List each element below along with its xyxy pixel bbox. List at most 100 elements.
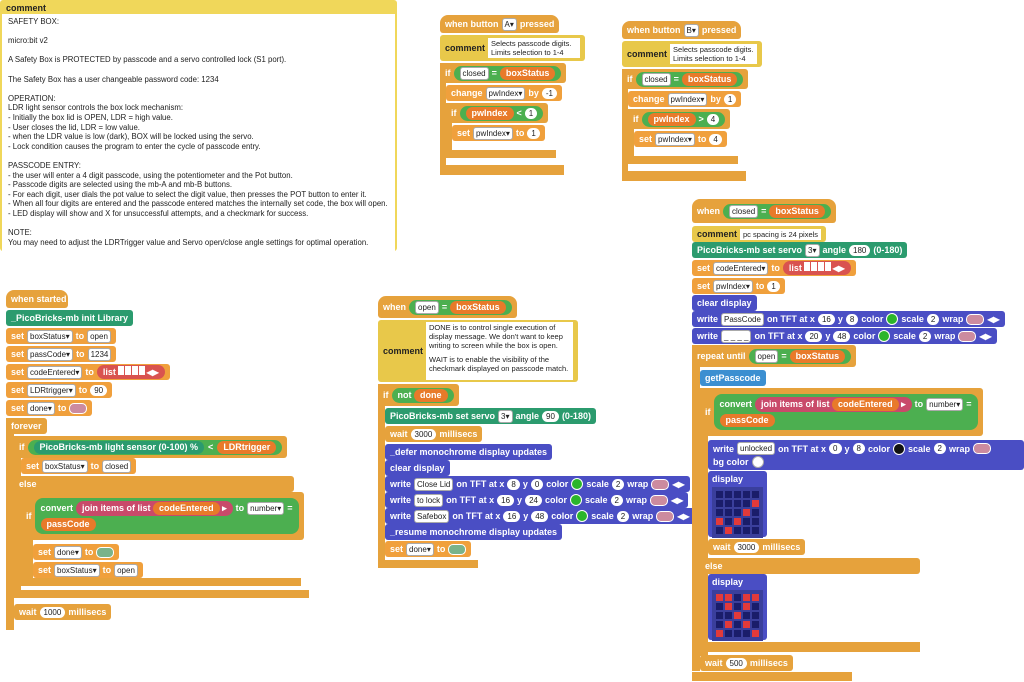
color-swatch[interactable] [571, 478, 584, 490]
inner-if-block[interactable]: if pwIndex > 4 [628, 109, 731, 129]
y-input[interactable]: 0 [530, 478, 544, 490]
x-input[interactable]: 16 [817, 313, 835, 325]
list-reporter[interactable]: list ◀▶ [782, 261, 851, 275]
set-block[interactable]: set pwIndex▾ to 4 [634, 131, 727, 147]
scale-input[interactable]: 2 [611, 478, 625, 490]
expand-arrows-icon[interactable]: ◀▶ [670, 495, 684, 505]
scale-input[interactable]: 2 [616, 510, 630, 522]
hat-when-button-a[interactable]: when button A▾ pressed [440, 15, 560, 33]
forever-block[interactable]: forever [6, 418, 47, 434]
type-select[interactable]: number▾ [926, 398, 964, 411]
x-input[interactable]: 16 [503, 510, 521, 522]
var-select[interactable]: done▾ [54, 545, 82, 559]
led-cell[interactable] [734, 491, 741, 498]
set-done-block[interactable]: set done▾ to [385, 541, 472, 557]
eq-predicate[interactable]: open = boxStatus [748, 348, 852, 364]
led-cell[interactable] [725, 594, 732, 601]
color-swatch[interactable] [878, 330, 891, 342]
led-cell[interactable] [734, 603, 741, 610]
led-cell[interactable] [752, 630, 759, 637]
expand-arrows-icon[interactable]: ◀▶ [677, 511, 690, 521]
wrap-toggle[interactable] [966, 313, 985, 325]
led-cell[interactable] [752, 527, 759, 534]
eq-predicate[interactable]: closed = boxStatus [635, 71, 744, 87]
set-block[interactable]: set pwIndex▾ to 1 [452, 125, 545, 141]
scale-input[interactable]: 2 [610, 494, 623, 506]
bg-color-swatch[interactable] [751, 456, 764, 468]
set-boxstatus-closed[interactable]: set boxStatus▾ to closed [21, 458, 137, 474]
y-input[interactable]: 48 [833, 330, 851, 342]
led-cell[interactable] [716, 500, 723, 507]
boolean-toggle[interactable] [448, 543, 467, 555]
text-input[interactable]: unlocked [737, 442, 776, 455]
set-codeentered-block[interactable]: set codeEntered▾ to list ◀▶ [692, 260, 856, 276]
var-select[interactable]: done▾ [27, 401, 55, 415]
open-field[interactable]: open [415, 300, 439, 314]
value-input[interactable]: open [87, 329, 111, 343]
var-select[interactable]: pwIndex▾ [485, 86, 526, 100]
color-swatch[interactable] [569, 494, 582, 506]
led-cell[interactable] [725, 621, 732, 628]
led-cell[interactable] [743, 518, 750, 525]
limit-input[interactable]: 1 [524, 107, 538, 119]
pwindex-var[interactable]: pwIndex [647, 112, 696, 126]
comment-note[interactable]: Selects passcode digits. Limits selectio… [488, 38, 580, 58]
y-input[interactable]: 48 [531, 510, 549, 522]
led-cell[interactable] [743, 509, 750, 516]
expand-arrows-icon[interactable]: ◀▶ [672, 479, 685, 489]
led-cell[interactable] [716, 509, 723, 516]
wait-500-block[interactable]: wait 500 millisecs [700, 655, 793, 671]
button-select[interactable]: A▾ [501, 17, 517, 31]
led-cell[interactable] [752, 594, 759, 601]
init-library-block[interactable]: _PicoBricks-mb init Library [6, 310, 134, 326]
led-cell[interactable] [725, 491, 732, 498]
var-select[interactable]: boxStatus▾ [42, 459, 88, 473]
led-cell[interactable] [725, 518, 732, 525]
light-sensor-reporter[interactable]: PicoBricks-mb light sensor (0-100) % [33, 440, 205, 454]
set-done[interactable]: set done▾ to [6, 400, 93, 416]
clear-display-block[interactable]: clear display [385, 460, 450, 476]
led-cell[interactable] [743, 491, 750, 498]
wait-input[interactable]: 1000 [39, 606, 66, 618]
color-swatch[interactable] [892, 442, 905, 455]
led-cell[interactable] [716, 621, 723, 628]
open-field[interactable]: open [754, 349, 779, 363]
var-select[interactable]: LDRtrigger▾ [27, 383, 76, 397]
led-cell[interactable] [725, 500, 732, 507]
cmp-predicate[interactable]: pwIndex > 4 [641, 111, 726, 127]
led-cell[interactable] [716, 518, 723, 525]
wait-input[interactable]: 3000 [733, 541, 760, 553]
led-cell[interactable] [734, 630, 741, 637]
boxstatus-var[interactable]: boxStatus [499, 66, 556, 80]
text-input[interactable]: to lock [414, 493, 444, 507]
boxstatus-var[interactable]: boxStatus [681, 72, 738, 86]
led-matrix-check[interactable] [712, 487, 763, 538]
write-passcode-block[interactable]: write PassCode on TFT at x 16 y 8 color … [692, 311, 1005, 327]
expand-arrows-icon[interactable]: ◀▶ [979, 331, 992, 341]
var-select[interactable]: pwIndex▾ [667, 92, 708, 106]
led-cell[interactable] [716, 594, 723, 601]
led-cell[interactable] [752, 612, 759, 619]
comment-block-b[interactable]: comment Selects passcode digits. Limits … [622, 41, 762, 67]
servo-select[interactable]: 3▾ [498, 409, 513, 423]
inner-if-block[interactable]: if convert join items of list codeEntere… [21, 492, 304, 540]
led-cell[interactable] [734, 621, 741, 628]
led-cell[interactable] [734, 518, 741, 525]
delta-input[interactable]: -1 [541, 87, 557, 99]
wrap-toggle[interactable] [649, 494, 668, 506]
hat-when-button-b[interactable]: when button B▾ pressed [622, 21, 742, 39]
led-cell[interactable] [716, 491, 723, 498]
value-input[interactable]: 1234 [87, 347, 112, 361]
comment-note[interactable]: pc spacing is 24 pixels [740, 228, 822, 240]
led-cell[interactable] [734, 594, 741, 601]
led-cell[interactable] [725, 603, 732, 610]
led-cell[interactable] [734, 612, 741, 619]
if-not-done[interactable]: if not done [378, 384, 459, 406]
if-block[interactable]: if closed = boxStatus [622, 69, 749, 89]
led-cell[interactable] [743, 630, 750, 637]
led-cell[interactable] [752, 500, 759, 507]
